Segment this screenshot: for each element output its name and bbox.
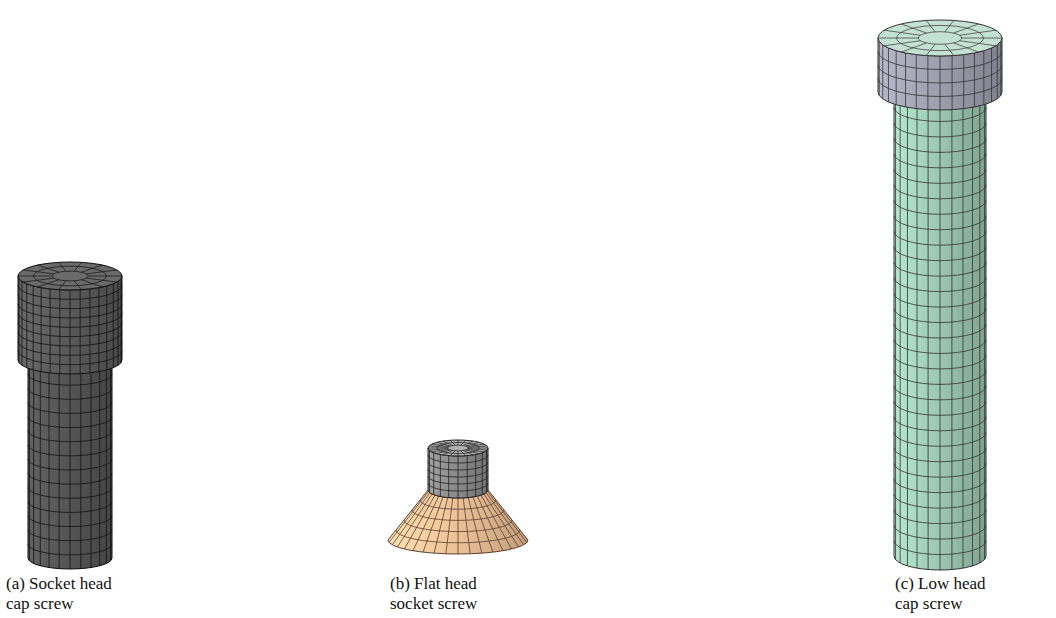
screw-shank xyxy=(428,440,488,498)
figure-caption: (c) Low head cap screw xyxy=(895,574,1003,614)
countersunk-head xyxy=(388,490,528,554)
screw-head xyxy=(878,20,1002,110)
screw-shank xyxy=(894,92,986,570)
screw-shank xyxy=(28,360,112,569)
screw-head xyxy=(18,262,122,374)
figure-caption: (b) Flat head socket screw xyxy=(390,574,520,614)
figure-caption: (a) Socket head cap screw xyxy=(6,574,131,614)
